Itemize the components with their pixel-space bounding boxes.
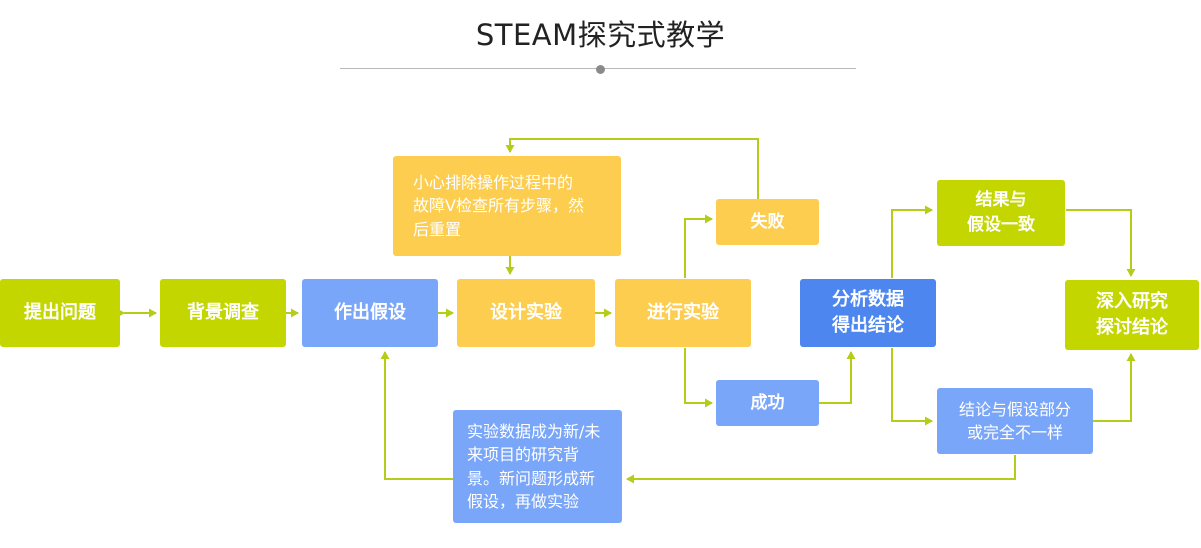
- node-design-experiment: 设计实验: [457, 279, 595, 347]
- node-background-survey: 背景调查: [160, 279, 286, 347]
- arrow-conduct-success: [684, 348, 713, 408]
- node-further-research: 深入研究 探讨结论: [1065, 280, 1199, 350]
- node-partial-result: 结论与假设部分 或完全不一样: [937, 388, 1093, 454]
- node-hypothesis: 作出假设: [302, 279, 438, 347]
- arrow-partial-research: [1093, 353, 1136, 422]
- node-new-background: 实验数据成为新/未 来项目的研究背 景。新问题形成新 假设，再做实验: [453, 410, 622, 523]
- node-failure: 失败: [716, 199, 819, 245]
- node-analyze-data: 分析数据 得出结论: [800, 279, 936, 347]
- node-success: 成功: [716, 380, 819, 426]
- node-raise-question: 提出问题: [0, 279, 120, 347]
- node-conduct-experiment: 进行实验: [615, 279, 751, 347]
- arrow-success-analyze: [819, 351, 856, 404]
- arrow-newbackground-hypothesis: [380, 351, 453, 480]
- node-troubleshoot: 小心排除操作过程中的 故障V检查所有步骤，然 后重置: [393, 156, 621, 256]
- node-consistent-result: 结果与 假设一致: [937, 180, 1065, 246]
- arrow-consistent-research: [1066, 209, 1136, 277]
- divider-dot: [596, 65, 605, 74]
- arrow-analyze-partial: [891, 348, 933, 426]
- arrow-analyze-consistent: [891, 205, 933, 278]
- arrow-conduct-failure: [684, 214, 713, 278]
- arrow-failure-troubleshoot: [505, 138, 759, 199]
- diagram-title: STEAM探究式教学: [475, 18, 726, 52]
- arrow-partial-newbackground: [626, 455, 1016, 484]
